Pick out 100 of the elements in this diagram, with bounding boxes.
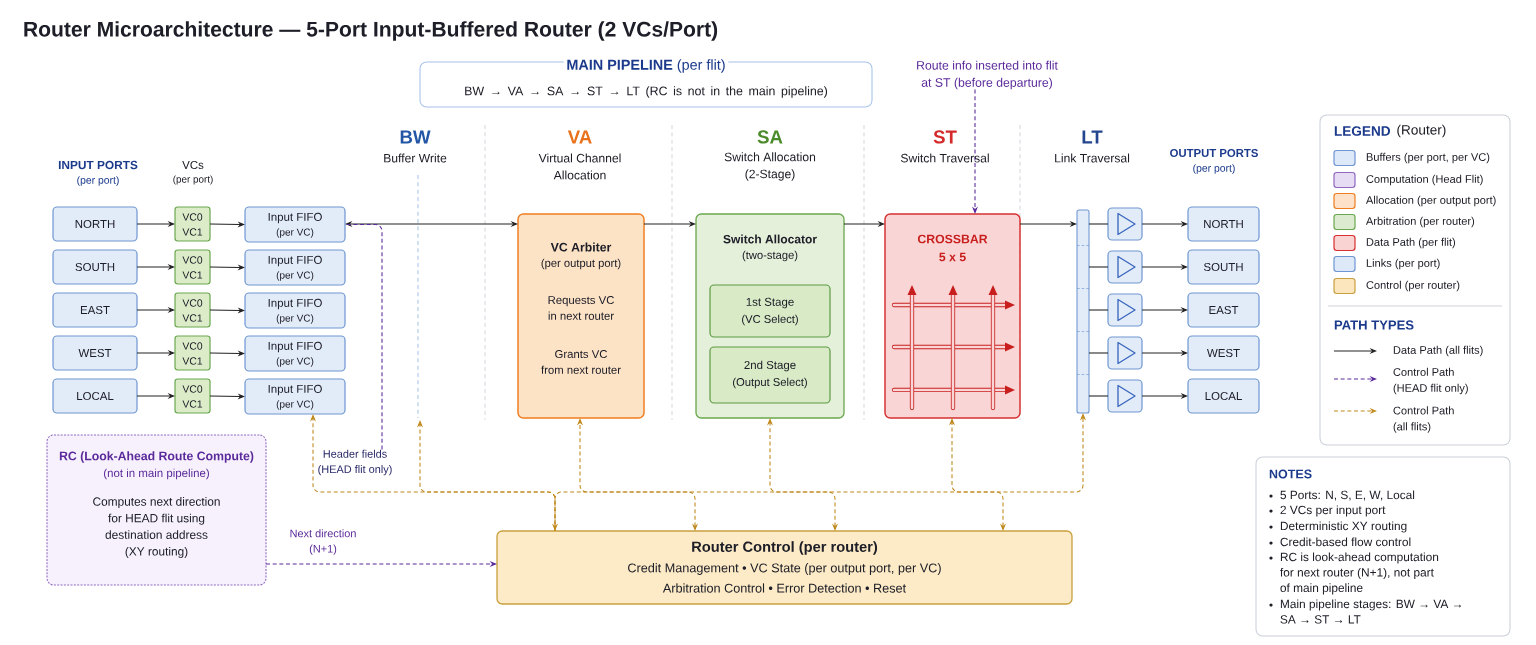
port-box: SOUTH bbox=[52, 249, 138, 285]
note-text: Main pipeline stages: BW → VA → SA → ST → LT bbox=[1280, 599, 1462, 624]
legend-text: Data Path (all flits) bbox=[1393, 345, 1483, 357]
control-box: Router Control (per router) Credit Management • VC State (per output port, per VC) Arbitration Control • Error Detection • Reset bbox=[496, 530, 1073, 605]
connector-line bbox=[1088, 395, 1109, 397]
port-box: LOCAL bbox=[1187, 378, 1260, 414]
legend-heading: PATH TYPES bbox=[1334, 320, 1414, 330]
port-box: NORTH bbox=[52, 206, 138, 242]
connector-line bbox=[1088, 266, 1109, 268]
column-subheading: (per port) bbox=[1193, 164, 1235, 174]
stage-heading: VA bbox=[567, 130, 592, 144]
fifo-box: Input FIFO (per VC) bbox=[244, 206, 346, 243]
note-text: Deterministic XY routing bbox=[1280, 521, 1407, 533]
legend-text: Arbitration (per router) bbox=[1365, 216, 1475, 228]
arrow bbox=[643, 221, 696, 227]
crossbar-box: CROSSBAR 5 x 5 bbox=[884, 213, 1021, 419]
dashed-arrow bbox=[417, 420, 556, 532]
stage-caption: Buffer Write bbox=[384, 153, 447, 163]
fifo-box: Input FIFO (per VC) bbox=[244, 249, 346, 286]
dashed-arrow bbox=[265, 561, 497, 567]
edge-label: Next direction (N+1) bbox=[285, 527, 361, 557]
stage-caption: Switch Allocation (2-Stage) bbox=[724, 152, 816, 181]
dashed-arrow bbox=[972, 89, 978, 214]
connector-line bbox=[1088, 309, 1109, 311]
note-text: 5 Ports: N, S, E, W, Local bbox=[1280, 490, 1415, 501]
arrow bbox=[136, 264, 175, 270]
vc-box: VC0 VC1 bbox=[174, 292, 211, 328]
connector-line bbox=[1088, 352, 1109, 354]
route-compute-box: RC (Look-Ahead Route Compute) (not in main pipeline) Computes next direction for HEAD flit using destination address (XY routing) bbox=[46, 434, 267, 586]
stage-heading: BW bbox=[400, 130, 431, 144]
register-bar bbox=[1076, 209, 1090, 414]
legend-text: Computation (Head Flit) bbox=[1366, 174, 1483, 186]
connector-line bbox=[1088, 223, 1109, 225]
notes-heading: NOTES bbox=[1269, 469, 1312, 479]
arrow bbox=[1141, 221, 1188, 227]
annotation: Route info inserted into flit at ST (before departure) bbox=[917, 60, 1058, 90]
note-text: 2 VCs per input port bbox=[1280, 505, 1386, 517]
arrow bbox=[136, 393, 175, 399]
stage-box: 2nd Stage (Output Select) bbox=[709, 346, 831, 404]
fifo-box: Input FIFO (per VC) bbox=[244, 378, 346, 415]
fifo-box: Input FIFO (per VC) bbox=[244, 335, 346, 372]
port-box: NORTH bbox=[1187, 206, 1260, 242]
port-box: SOUTH bbox=[1187, 249, 1260, 285]
arbiter-box: VC Arbiter (per output port) Requests VC in next router Grants VC from next router bbox=[517, 213, 645, 419]
arrow bbox=[843, 221, 885, 227]
arrow bbox=[1141, 264, 1188, 270]
column-heading: OUTPUT PORTS bbox=[1170, 149, 1258, 157]
arrow bbox=[136, 221, 175, 227]
column-heading: INPUT PORTS bbox=[58, 160, 138, 170]
legend-text: Control Path (all flits) bbox=[1393, 406, 1454, 433]
stage-heading: LT bbox=[1082, 130, 1103, 144]
arrow bbox=[136, 307, 175, 313]
column-subheading: (per port) bbox=[173, 175, 213, 185]
stage-caption: Link Traversal bbox=[1055, 153, 1130, 163]
legend-text: Buffers (per port, per VC) bbox=[1366, 152, 1490, 164]
arrow bbox=[1141, 393, 1188, 399]
pipeline-box: MAIN PIPELINE (per flit) BW → VA → SA → ST → LT (RC is not in the main pipeline) bbox=[419, 56, 873, 108]
port-box: EAST bbox=[52, 292, 138, 328]
dashed-arrow bbox=[552, 413, 1086, 531]
legend-text: Control (per router) bbox=[1366, 280, 1460, 292]
note-text: RC is look-ahead computation for next router (N+1), not part of main pipeline bbox=[1280, 552, 1439, 595]
note-text: Credit-based flow control bbox=[1280, 537, 1411, 547]
annotation: Header fields (HEAD flit only) bbox=[318, 449, 392, 476]
stage-box: 1st Stage (VC Select) bbox=[709, 284, 831, 338]
arrow bbox=[1141, 350, 1188, 356]
column-subheading: (per port) bbox=[77, 176, 119, 186]
stage-heading: SA bbox=[757, 130, 783, 144]
legend-heading: LEGEND bbox=[1334, 126, 1391, 136]
port-box: EAST bbox=[1187, 292, 1260, 328]
buffer-box bbox=[1107, 336, 1143, 370]
buffer-box bbox=[1107, 250, 1143, 284]
arrow bbox=[136, 350, 175, 356]
legend-text: Control Path (HEAD flit only) bbox=[1393, 367, 1468, 395]
fifo-box: Input FIFO (per VC) bbox=[244, 292, 346, 329]
vc-box: VC0 VC1 bbox=[174, 335, 211, 371]
double-arrow bbox=[345, 221, 518, 227]
title: Router Microarchitecture — 5-Port Input-Buffered Router (2 VCs/Port) bbox=[24, 21, 718, 41]
legend-heading: (Router) bbox=[1397, 124, 1446, 138]
dashed-line bbox=[344, 223, 383, 450]
dashed-arrow bbox=[767, 418, 838, 531]
arrow bbox=[1141, 307, 1188, 313]
legend-text: Links (per port) bbox=[1366, 258, 1440, 270]
dashed-arrow bbox=[949, 418, 1006, 531]
stage-caption: Virtual Channel Allocation bbox=[538, 153, 621, 180]
arrow bbox=[1019, 221, 1077, 227]
buffer-box bbox=[1107, 293, 1143, 327]
legend-text: Allocation (per output port) bbox=[1365, 195, 1496, 207]
vc-box: VC0 VC1 bbox=[174, 206, 211, 242]
column-heading: VCs bbox=[182, 160, 204, 170]
buffer-box bbox=[1107, 379, 1143, 413]
port-box: WEST bbox=[1187, 335, 1260, 371]
dashed-arrow bbox=[577, 418, 698, 531]
port-box: WEST bbox=[52, 335, 138, 371]
stage-caption: Switch Traversal bbox=[900, 153, 989, 163]
legend-text: Data Path (per flit) bbox=[1366, 237, 1456, 249]
vc-box: VC0 VC1 bbox=[174, 249, 211, 285]
stage-heading: ST bbox=[933, 130, 957, 144]
buffer-box bbox=[1107, 207, 1143, 241]
port-box: LOCAL bbox=[52, 378, 138, 414]
vc-box: VC0 VC1 bbox=[174, 378, 211, 414]
